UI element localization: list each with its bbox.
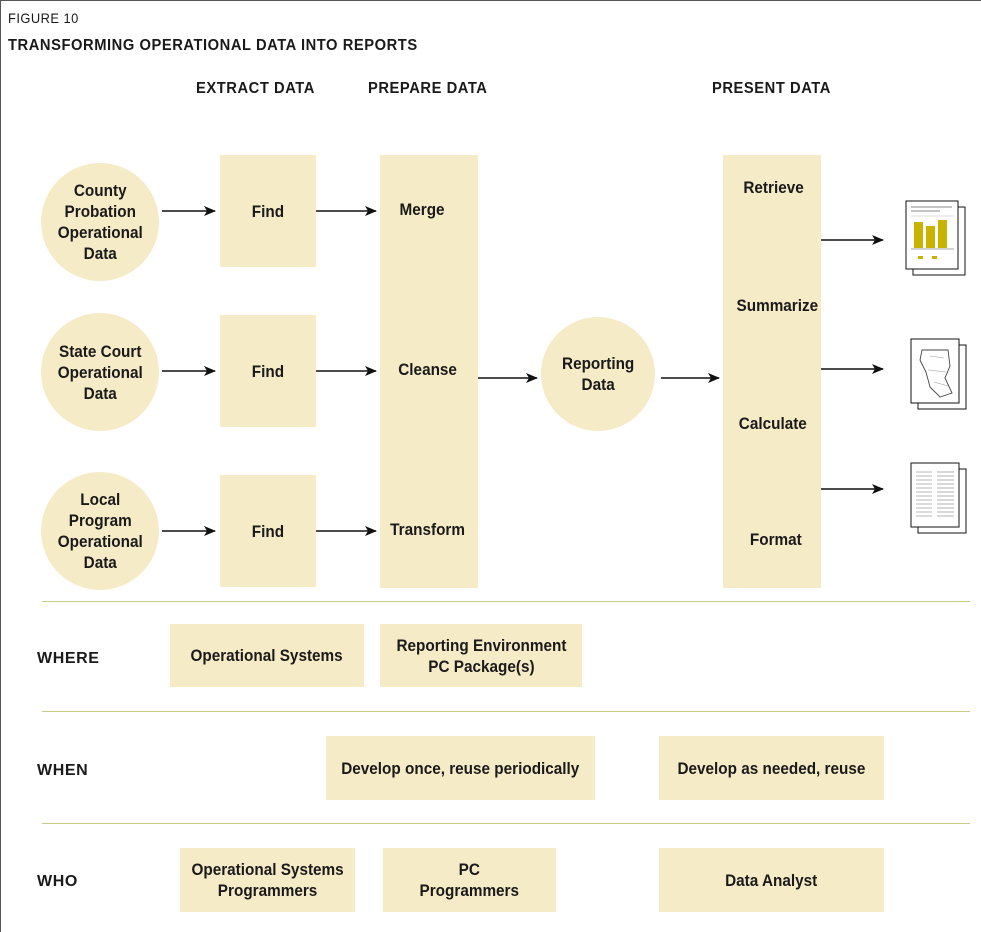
map-report-icon bbox=[910, 338, 967, 410]
extract-step-label: Find bbox=[251, 201, 285, 221]
text-report-icon bbox=[910, 462, 967, 534]
who-cell-label: Data Analyst bbox=[725, 870, 818, 890]
frame-left-border bbox=[0, 0, 1, 932]
extract-step-label: Find bbox=[251, 521, 285, 541]
stage-extract-header: EXTRACT DATA bbox=[196, 80, 315, 97]
reporting-data-label: Reporting Data bbox=[561, 354, 635, 394]
stage-present-header: PRESENT DATA bbox=[712, 80, 831, 97]
when-cell-label: Develop as needed, reuse bbox=[677, 758, 866, 778]
present-column bbox=[723, 155, 821, 588]
row-label-where: WHERE bbox=[37, 650, 100, 667]
present-step-summarize: Summarize bbox=[736, 296, 819, 315]
extract-step-label: Find bbox=[251, 361, 285, 381]
extract-find-box: Find bbox=[220, 155, 316, 267]
who-data-analyst: Data Analyst bbox=[659, 848, 884, 912]
where-reporting-environment: Reporting Environment PC Package(s) bbox=[380, 624, 582, 687]
present-step-format: Format bbox=[749, 530, 802, 549]
who-pc-programmers: PC Programmers bbox=[383, 848, 556, 912]
present-step-calculate: Calculate bbox=[738, 414, 807, 433]
prepare-step-merge: Merge bbox=[399, 200, 445, 219]
prepare-step-cleanse: Cleanse bbox=[398, 360, 457, 379]
row-label-who: WHO bbox=[37, 873, 78, 890]
source-label: County Probation Operational Data bbox=[57, 181, 143, 263]
row-label-when: WHEN bbox=[37, 762, 89, 779]
source-label: Local Program Operational Data bbox=[57, 490, 143, 572]
source-state-court: State Court Operational Data bbox=[41, 313, 159, 431]
source-county-probation: County Probation Operational Data bbox=[41, 163, 159, 281]
source-label: State Court Operational Data bbox=[57, 341, 143, 403]
when-develop-as-needed: Develop as needed, reuse bbox=[659, 736, 884, 800]
divider-where bbox=[42, 601, 970, 602]
present-step-retrieve: Retrieve bbox=[743, 178, 804, 197]
stage-prepare-header: PREPARE DATA bbox=[368, 80, 488, 97]
divider-who bbox=[42, 823, 970, 824]
reporting-data-node: Reporting Data bbox=[541, 317, 655, 431]
who-cell-label: Operational Systems Programmers bbox=[191, 860, 344, 900]
figure-label: FIGURE 10 bbox=[8, 10, 79, 26]
prepare-step-transform: Transform bbox=[390, 520, 465, 539]
who-cell-label: PC Programmers bbox=[419, 860, 520, 900]
divider-when bbox=[42, 711, 970, 712]
figure-title: TRANSFORMING OPERATIONAL DATA INTO REPOR… bbox=[8, 37, 418, 54]
chart-report-icon bbox=[905, 200, 966, 276]
source-local-program: Local Program Operational Data bbox=[41, 472, 159, 590]
who-operational-programmers: Operational Systems Programmers bbox=[180, 848, 355, 912]
when-cell-label: Develop once, reuse periodically bbox=[341, 758, 580, 778]
extract-find-box: Find bbox=[220, 475, 316, 587]
extract-find-box: Find bbox=[220, 315, 316, 427]
where-cell-label: Reporting Environment PC Package(s) bbox=[395, 635, 567, 676]
where-cell-label: Operational Systems bbox=[190, 646, 344, 665]
frame-top-border bbox=[0, 0, 981, 1]
where-operational-systems: Operational Systems bbox=[170, 624, 364, 687]
prepare-column bbox=[380, 155, 478, 588]
when-develop-once: Develop once, reuse periodically bbox=[326, 736, 595, 800]
